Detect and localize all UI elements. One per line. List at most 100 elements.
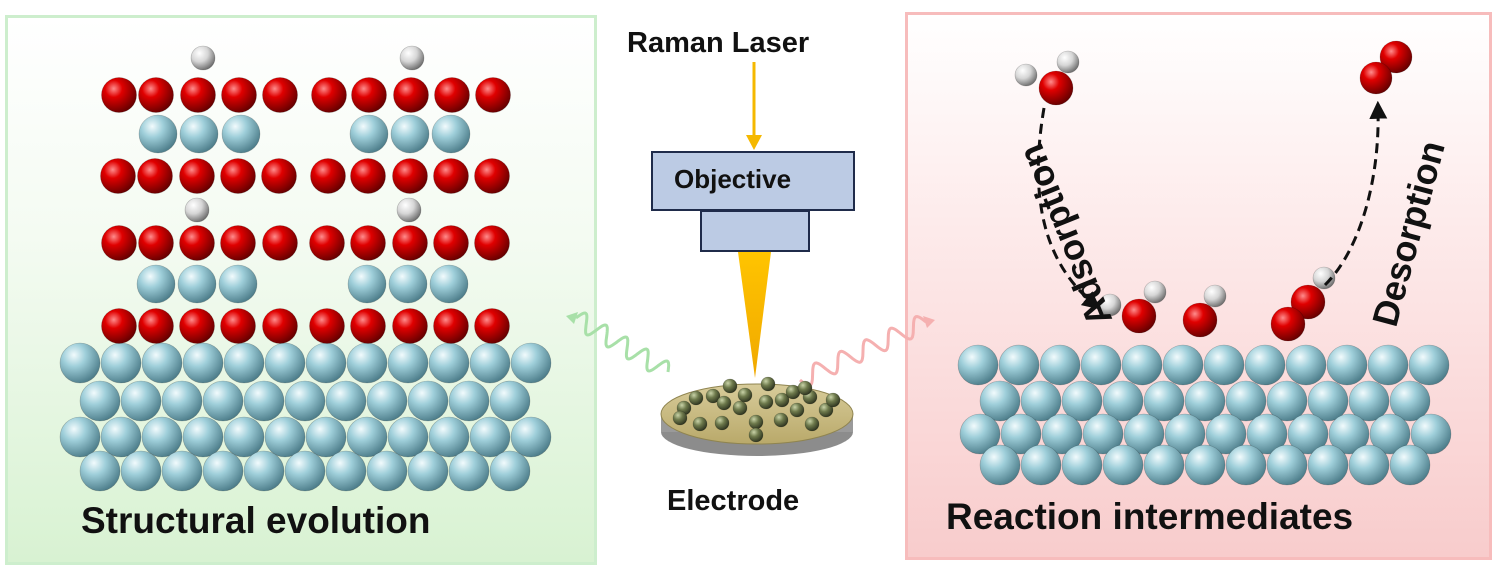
nanoparticle [804, 416, 820, 432]
metal-atom [1039, 344, 1081, 386]
metal-atom [223, 416, 265, 458]
metal-atom [325, 380, 367, 422]
hydrogen-atom [190, 45, 216, 71]
metal-atom [1102, 380, 1144, 422]
laser-arrow [746, 62, 762, 150]
metal-atom [469, 416, 511, 458]
metal-atom [407, 450, 449, 492]
metal-atom [1020, 444, 1062, 486]
metal-atom [1389, 444, 1431, 486]
metal-atom [366, 450, 408, 492]
metal-atom [161, 450, 203, 492]
oxygen-atom [1359, 61, 1393, 95]
metal-atom [221, 114, 261, 154]
metal-atom [428, 342, 470, 384]
oxygen-atom [1270, 306, 1306, 342]
metal-atom [305, 416, 347, 458]
metal-atom [100, 416, 142, 458]
metal-atom [489, 450, 531, 492]
desorption-arrow [1323, 100, 1388, 287]
oxygen-atom [351, 77, 387, 113]
metal-atom [1102, 444, 1144, 486]
metal-atom [510, 416, 552, 458]
metal-atom [284, 380, 326, 422]
oxygen-atom [309, 225, 345, 261]
reaction-intermediates-title: Reaction intermediates [946, 496, 1354, 537]
metal-atom [1410, 413, 1452, 455]
oxygen-atom [220, 225, 256, 261]
metal-atom [979, 444, 1021, 486]
metal-atom [177, 264, 217, 304]
nanoparticle [688, 390, 704, 406]
oxygen-atom [262, 77, 298, 113]
metal-atom [448, 380, 490, 422]
structural-lattice [59, 45, 552, 492]
metal-atom [1080, 344, 1122, 386]
oxygen-atom [179, 225, 215, 261]
metal-atom [264, 416, 306, 458]
oxygen-atom [262, 308, 298, 344]
nanoparticle [825, 392, 841, 408]
metal-atom [264, 342, 306, 384]
metal-atom [1225, 444, 1267, 486]
metal-atom [59, 342, 101, 384]
nanoparticle [672, 410, 688, 426]
objective-lens [700, 210, 810, 252]
metal-atom [1348, 444, 1390, 486]
oxygen-atom [179, 308, 215, 344]
oxygen-atom [309, 308, 345, 344]
oxygen-atom [138, 77, 174, 113]
nanoparticle [737, 387, 753, 403]
metal-atom [136, 264, 176, 304]
metal-atom [1143, 444, 1185, 486]
nanoparticle [773, 412, 789, 428]
oxygen-atom [433, 225, 469, 261]
metal-atom [387, 342, 429, 384]
oxygen-atom [138, 225, 174, 261]
metal-atom [346, 342, 388, 384]
oxygen-atom [180, 77, 216, 113]
oxygen-atom [350, 158, 386, 194]
hydrogen-atom [1014, 63, 1038, 87]
oxygen-atom [433, 158, 469, 194]
metal-atom [325, 450, 367, 492]
metal-atom [347, 264, 387, 304]
oxygen-atom [350, 225, 386, 261]
metal-atom [1184, 444, 1226, 486]
metal-atom [407, 380, 449, 422]
oxygen-atom [101, 225, 137, 261]
oxygen-atom [1038, 70, 1074, 106]
oxygen-atom [220, 308, 256, 344]
oxygen-atom [474, 158, 510, 194]
metal-atom [957, 344, 999, 386]
metal-atom [1000, 413, 1042, 455]
objective-label: Objective [674, 164, 792, 194]
metal-atom [243, 380, 285, 422]
metal-atom [1348, 380, 1390, 422]
metal-atom [1408, 344, 1450, 386]
metal-atom [1285, 344, 1327, 386]
metal-atom [1367, 344, 1409, 386]
metal-atom [366, 380, 408, 422]
nanoparticle [716, 395, 732, 411]
hydrogen-atom [396, 197, 422, 223]
nanoparticle [748, 414, 764, 430]
metal-atom [182, 342, 224, 384]
metal-atom [489, 380, 531, 422]
nanoparticle [714, 415, 730, 431]
electrode-particles [672, 376, 841, 443]
objective-body [651, 151, 855, 211]
oxygen-atom [350, 308, 386, 344]
metal-atom [1203, 344, 1245, 386]
hydrogen-atom [1056, 50, 1080, 74]
metal-atom [1041, 413, 1083, 455]
metal-atom [202, 450, 244, 492]
nanoparticle [789, 402, 805, 418]
electrode-label: Electrode [667, 485, 800, 517]
hydrogen-atom [1203, 284, 1227, 308]
scattered-wave-right [799, 314, 935, 388]
oxygen-atom [261, 158, 297, 194]
metal-atom [1143, 380, 1185, 422]
hydrogen-atom [399, 45, 425, 71]
metal-atom [79, 450, 121, 492]
